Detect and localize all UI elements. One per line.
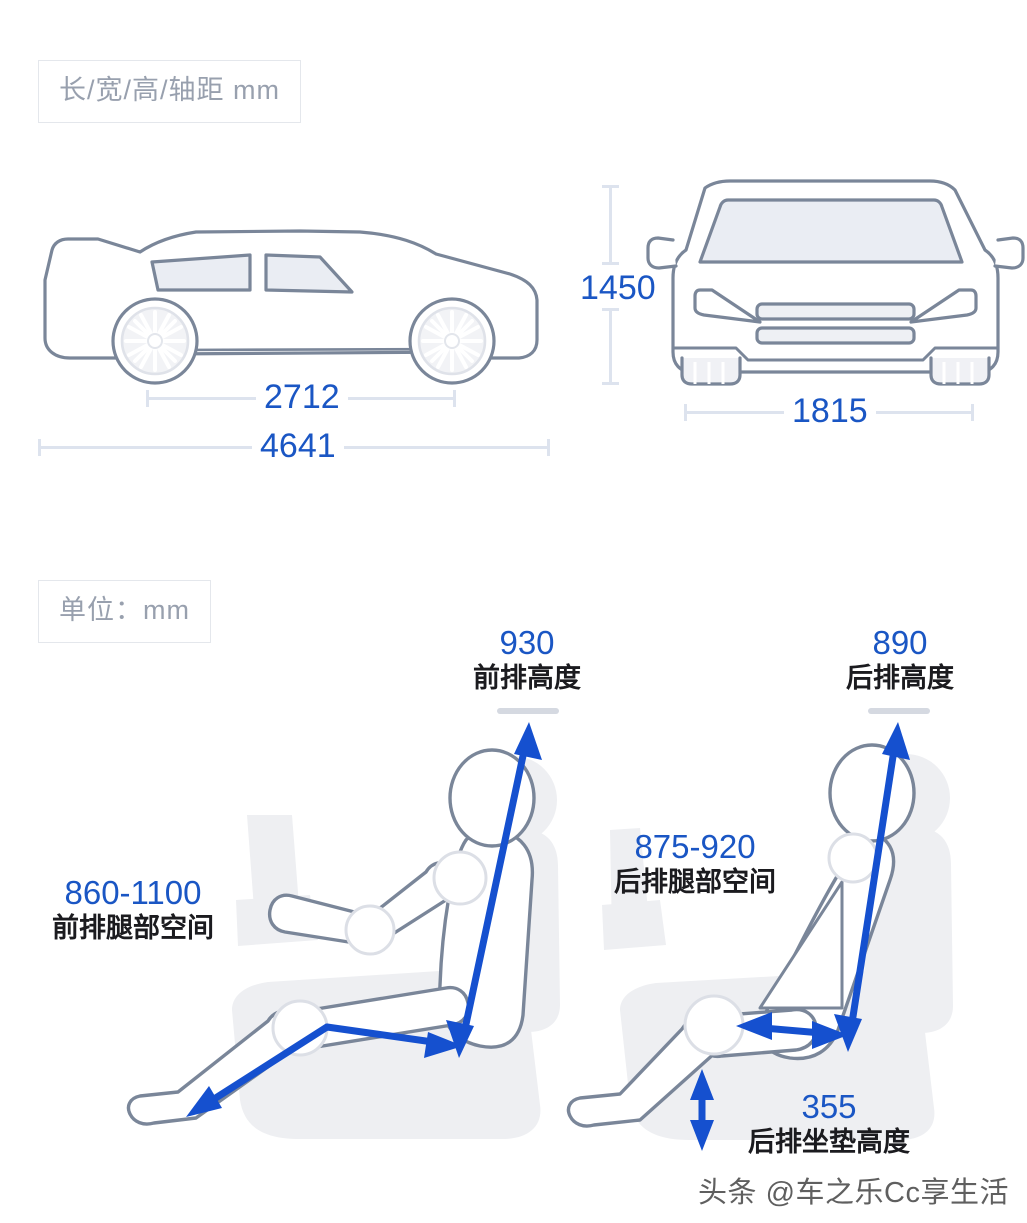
front-height-callout: 930 前排高度 [427, 624, 627, 695]
rear-ceiling-cap [868, 708, 930, 714]
front-height-arrowhead-top [514, 722, 542, 760]
rear-height-arrow [846, 733, 900, 1040]
front-legroom-callout: 860-1100 前排腿部空间 [18, 874, 248, 945]
width-value: 1815 [784, 394, 876, 428]
rear-legroom-value: 875-920 [634, 828, 756, 865]
front-height-arrowhead-bottom [446, 1020, 474, 1058]
rear-height-arrowhead-top [882, 722, 910, 760]
rear-legroom-label: 后排腿部空间 [614, 866, 776, 897]
front-legroom-value: 860-1100 [64, 874, 202, 911]
front-ceiling-cap [497, 708, 559, 714]
height-dimension-line-upper [602, 185, 619, 265]
rear-cushion-callout: 355 后排坐垫高度 [714, 1088, 944, 1159]
rear-cushion-value: 355 [801, 1088, 857, 1125]
length-value: 4641 [252, 429, 344, 463]
rear-cushion-arrowhead-bottom [690, 1120, 714, 1151]
rear-occupant-figure [566, 743, 916, 1128]
height-value: 1450 [572, 271, 664, 305]
front-height-arrow [458, 733, 531, 1047]
exterior-section-chip: 长/宽/高/轴距 mm [38, 60, 301, 123]
front-height-value: 930 [499, 624, 555, 661]
watermark-text: 头条 @车之乐Cc享生活 [698, 1177, 1009, 1209]
rear-height-value: 890 [872, 624, 928, 661]
front-legroom-label: 前排腿部空间 [52, 912, 214, 943]
rear-height-label: 后排高度 [846, 662, 954, 693]
rear-cushion-arrowhead-top [690, 1069, 714, 1100]
rear-cushion-label: 后排坐垫高度 [748, 1126, 910, 1157]
side-view-rear-wheel [111, 297, 199, 385]
rear-legroom-arrowhead-left [736, 1012, 772, 1040]
rear-height-callout: 890 后排高度 [800, 624, 1000, 695]
rear-height-arrowhead-bottom [834, 1014, 862, 1052]
wheelbase-value: 2712 [256, 380, 348, 414]
height-dimension-line-lower [602, 308, 619, 385]
interior-unit-chip: 单位：mm [38, 580, 211, 643]
front-legroom-arrowhead-right [424, 1032, 463, 1058]
front-legroom-arrowhead-left [186, 1086, 222, 1117]
side-view-front-wheel [408, 297, 496, 385]
front-height-label: 前排高度 [473, 662, 581, 693]
rear-legroom-arrowhead-right [812, 1021, 848, 1049]
rear-legroom-callout: 875-920 后排腿部空间 [583, 828, 807, 899]
